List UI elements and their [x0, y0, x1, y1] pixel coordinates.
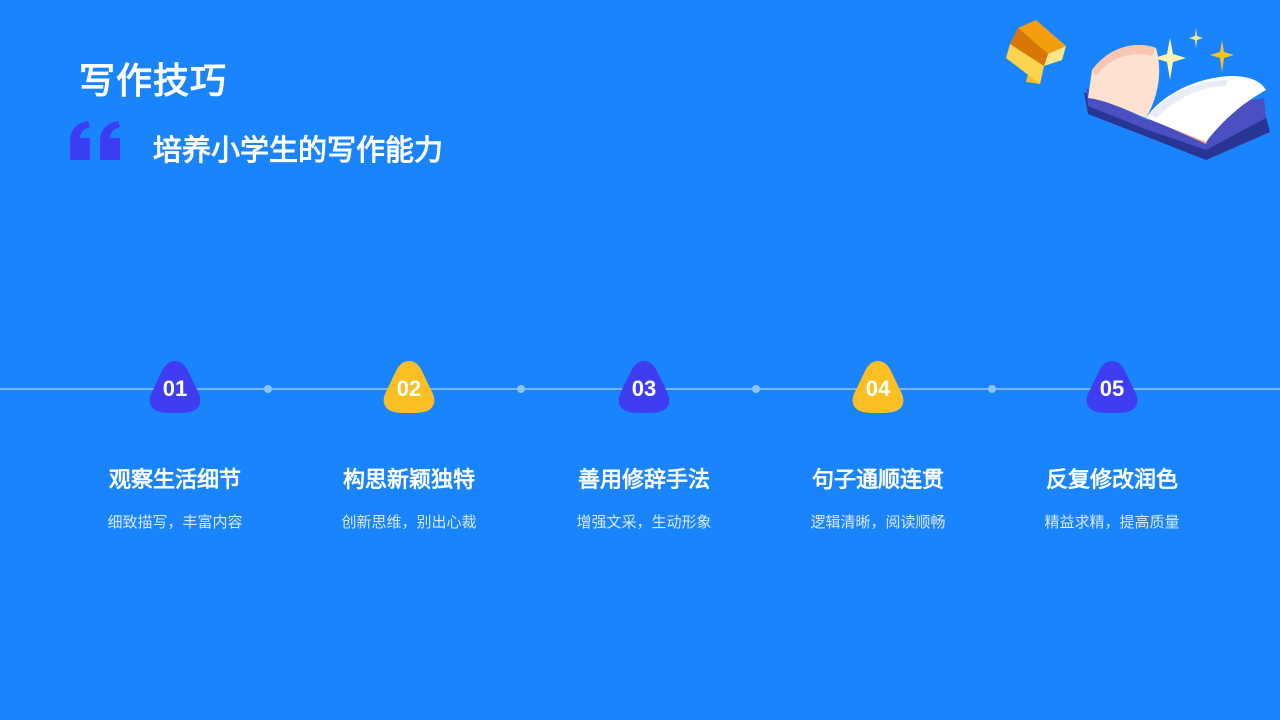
timeline-dot	[264, 385, 272, 393]
closed-book-icon	[1006, 20, 1066, 84]
step-2: 02 构思新颖独特 创新思维，别出心裁	[299, 360, 519, 532]
slide-title: 写作技巧	[79, 61, 228, 102]
step-number: 03	[631, 376, 657, 401]
step-badge: 02	[382, 360, 436, 414]
rounded-triangle-icon	[383, 361, 435, 413]
step-4: 04 句子通顺连贯 逻辑清晰，阅读顺畅	[768, 360, 988, 532]
step-number: 02	[396, 376, 422, 401]
open-book-icon	[1084, 44, 1270, 160]
step-title: 构思新颖独特	[342, 468, 475, 493]
step-title: 观察生活细节	[108, 468, 241, 493]
timeline-dot	[988, 385, 996, 393]
rounded-triangle-icon	[852, 361, 904, 413]
step-badge: 01	[148, 360, 202, 414]
step-number: 05	[1099, 376, 1125, 401]
rounded-triangle-icon	[1086, 361, 1138, 413]
step-title: 反复修改润色	[1045, 468, 1178, 493]
timeline-dot	[752, 385, 760, 393]
step-title: 善用修辞手法	[577, 468, 710, 493]
slide-subtitle: 培养小学生的写作能力	[153, 133, 444, 167]
quote-mark-icon	[70, 121, 120, 160]
open-book-illustration	[1006, 20, 1270, 160]
step-description: 增强文采，生动形象	[576, 513, 712, 531]
timeline-dot	[517, 385, 525, 393]
step-title: 句子通顺连贯	[811, 468, 944, 493]
rounded-triangle-icon	[618, 361, 670, 413]
step-description: 逻辑清晰，阅读顺畅	[810, 513, 946, 531]
step-badge: 03	[617, 360, 671, 414]
step-number: 04	[865, 376, 891, 401]
sparkle-icon	[1154, 28, 1234, 80]
step-description: 创新思维，别出心裁	[341, 513, 477, 531]
step-badge: 05	[1085, 360, 1139, 414]
step-5: 05 反复修改润色 精益求精，提高质量	[1002, 360, 1222, 532]
step-description: 精益求精，提高质量	[1044, 513, 1180, 531]
step-1: 01 观察生活细节 细致描写，丰富内容	[65, 360, 285, 532]
step-3: 03 善用修辞手法 增强文采，生动形象	[534, 360, 754, 532]
rounded-triangle-icon	[149, 361, 201, 413]
step-badge: 04	[851, 360, 905, 414]
step-number: 01	[162, 376, 188, 401]
step-description: 细致描写，丰富内容	[107, 513, 243, 531]
